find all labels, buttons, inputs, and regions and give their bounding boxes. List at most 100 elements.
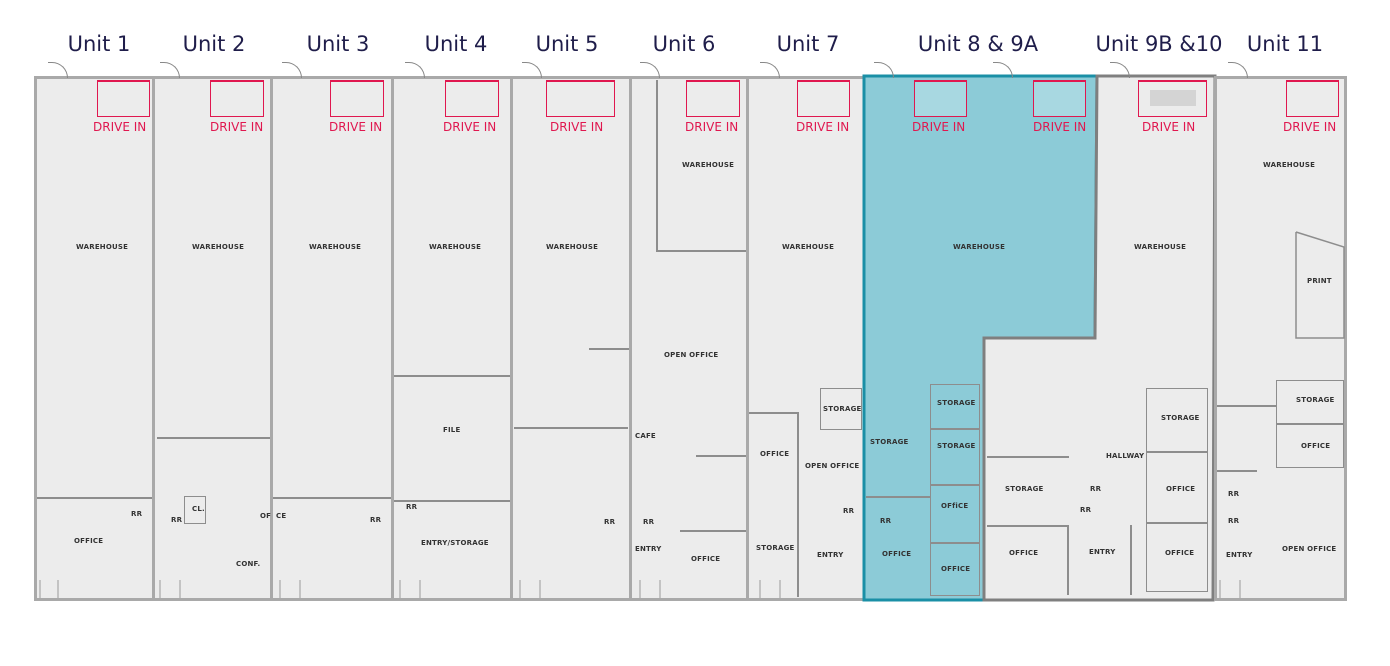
door-swing <box>760 62 780 78</box>
wall <box>1130 525 1132 595</box>
room-label-storage: STORAGE <box>823 405 862 413</box>
room-label-rr: RR <box>1228 490 1240 498</box>
wall <box>1067 525 1069 595</box>
room-label-warehouse: WAREHOUSE <box>309 243 362 251</box>
wall <box>656 250 746 252</box>
door-swing <box>160 62 180 78</box>
drive-in-door <box>1138 80 1207 117</box>
wall <box>930 384 980 596</box>
unit-8-9a-highlight <box>862 74 1099 602</box>
unit-4-floorplan[interactable] <box>391 76 513 601</box>
room-label-rr: RR <box>843 507 855 515</box>
drive-in-door <box>445 80 499 117</box>
unit-7-floorplan[interactable] <box>746 76 866 601</box>
unit-6-title: Unit 6 <box>652 32 716 56</box>
room-label-warehouse: WAREHOUSE <box>782 243 835 251</box>
drive-in-door <box>210 80 264 117</box>
room-label-warehouse: WAREHOUSE <box>1263 161 1316 169</box>
door-swing <box>48 62 68 78</box>
wall <box>930 542 980 544</box>
room-label-warehouse: WAREHOUSE <box>76 243 129 251</box>
drive-in-label: DRIVE IN <box>685 120 739 134</box>
room-label-storage: STORAGE <box>756 544 795 552</box>
room-label-open-office: OPEN OFFICE <box>664 351 719 359</box>
room-label-open-office: OPEN OFFICE <box>805 462 860 470</box>
room-label-office-fragment: OF <box>260 512 272 520</box>
door-swing <box>1228 62 1248 78</box>
drive-in-door <box>686 80 740 117</box>
room-label-office: OFFICE <box>941 565 971 573</box>
room-label-office: OFFICE <box>1301 442 1331 450</box>
room-label-rr: RR <box>604 518 616 526</box>
room-label-storage: STORAGE <box>1161 414 1200 422</box>
room-label-warehouse: WAREHOUSE <box>429 243 482 251</box>
room-label-entry: ENTRY <box>817 551 844 559</box>
wall <box>1146 522 1208 524</box>
room-label-cl: CL. <box>192 505 205 513</box>
room-label-rr: RR <box>1228 517 1240 525</box>
room-label-print: PRINT <box>1307 277 1332 285</box>
unit-1-floorplan[interactable] <box>34 76 155 601</box>
unit-4-title: Unit 4 <box>424 32 488 56</box>
room-label-entry: ENTRY <box>1226 551 1253 559</box>
room-label-storage: STORAGE <box>870 438 909 446</box>
wall <box>1217 405 1277 407</box>
drive-in-label: DRIVE IN <box>1142 120 1196 134</box>
drive-in-door <box>797 80 850 117</box>
wall <box>820 388 862 430</box>
wall <box>1146 388 1208 452</box>
room-label-file: FILE <box>443 426 461 434</box>
wall <box>273 497 391 499</box>
door-swing <box>522 62 542 78</box>
room-label-rr: RR <box>1080 506 1092 514</box>
drive-in-label: DRIVE IN <box>1283 120 1337 134</box>
wall <box>930 484 980 486</box>
door-swing <box>282 62 302 78</box>
drive-in-door <box>546 80 615 117</box>
unit-1-title: Unit 1 <box>67 32 131 56</box>
room-label-office: OFFICE <box>74 537 104 545</box>
unit-5-floorplan[interactable] <box>510 76 632 601</box>
unit-11-title: Unit 11 <box>1246 32 1324 56</box>
wall <box>184 496 206 524</box>
room-label-office-fragment: CE <box>276 512 287 520</box>
wall <box>866 496 930 498</box>
drive-in-label: DRIVE IN <box>550 120 604 134</box>
wall <box>987 456 1069 458</box>
drive-in-label: DRIVE IN <box>912 120 966 134</box>
wall <box>797 412 799 597</box>
unit-2-floorplan[interactable] <box>152 76 273 601</box>
wall <box>514 427 628 429</box>
drive-in-door <box>330 80 384 117</box>
vent-box <box>1150 90 1196 106</box>
wall <box>1217 470 1257 472</box>
unit-2-title: Unit 2 <box>182 32 246 56</box>
room-label-storage: STORAGE <box>1296 396 1335 404</box>
unit-7-title: Unit 7 <box>776 32 840 56</box>
wall <box>987 525 1067 527</box>
room-label-cafe: CAFE <box>635 432 656 440</box>
room-label-conf: CONF. <box>236 560 261 568</box>
drive-in-door <box>914 80 967 117</box>
wall <box>696 455 746 457</box>
wall <box>1276 380 1344 424</box>
wall <box>656 80 658 250</box>
room-label-rr: RR <box>1090 485 1102 493</box>
room-label-rr: RR <box>370 516 382 524</box>
unit-3-title: Unit 3 <box>306 32 370 56</box>
room-label-storage: STORAGE <box>1005 485 1044 493</box>
room-label-office: OFFICE <box>760 450 790 458</box>
door-swing <box>993 62 1013 78</box>
room-label-warehouse: WAREHOUSE <box>546 243 599 251</box>
drive-in-label: DRIVE IN <box>93 120 147 134</box>
wall <box>749 412 799 414</box>
unit-8-9a-title: Unit 8 & 9A <box>917 32 1039 56</box>
room-label-storage: STORAGE <box>937 399 976 407</box>
drive-in-label: DRIVE IN <box>443 120 497 134</box>
room-label-hallway: HALLWAY <box>1106 452 1145 460</box>
room-label-warehouse: WAREHOUSE <box>682 161 735 169</box>
room-label-rr: RR <box>131 510 143 518</box>
room-label-entry: ENTRY <box>1089 548 1116 556</box>
unit-3-floorplan[interactable] <box>270 76 394 601</box>
room-label-entry: ENTRY <box>635 545 662 553</box>
